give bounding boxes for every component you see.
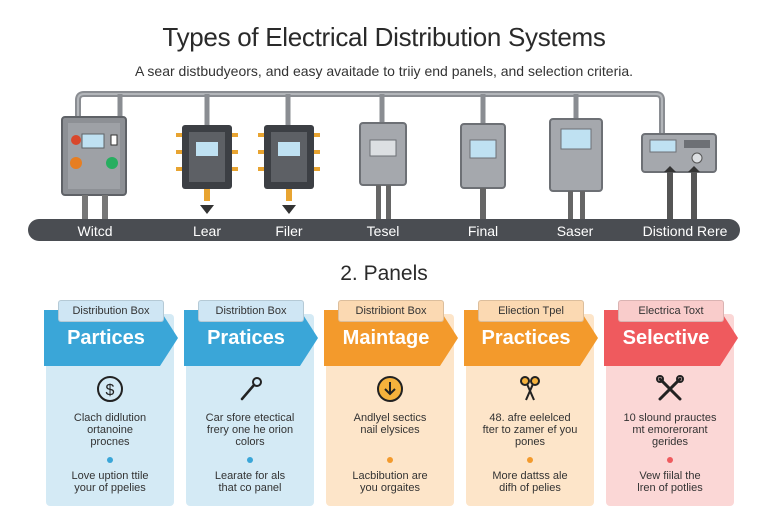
card-text-primary: 48. afre eelelced fter to zamer ef you p…	[474, 412, 586, 448]
card-banner: Maintage	[324, 310, 464, 366]
card-text-line: More dattss ale	[492, 470, 568, 482]
card-text-secondary: Vew fiilal the lren of potlies	[614, 470, 726, 494]
card-divider-dot	[387, 457, 393, 463]
dollar-icon: $	[97, 376, 123, 402]
banner-arrow	[604, 310, 738, 366]
card-tag: Distribution Box	[58, 300, 164, 322]
card-text-line: fter to zamer ef you	[482, 424, 578, 436]
bar-label-lear: Lear	[192, 223, 222, 239]
crossed-tools-icon	[656, 375, 684, 401]
card-text-line: Andlyel sectics	[353, 412, 427, 424]
box-saser	[549, 118, 603, 219]
card-divider-dot	[667, 457, 673, 463]
card-title: Maintage	[342, 327, 430, 349]
distribution-diagram	[28, 91, 740, 241]
page-subtitle: A sear distbudyeors, and easy avaitade t…	[134, 63, 634, 79]
card-text-primary: Andlyel sectics nail elysices	[334, 412, 446, 436]
card-text-line: your of ppelies	[74, 482, 146, 494]
card-text-line: nail elysices	[360, 424, 420, 436]
box-final	[460, 123, 506, 219]
card-banner: Practices	[464, 310, 604, 366]
card-banner: Selective	[604, 310, 744, 366]
card-tag: Distribiont Box	[338, 300, 444, 322]
card-text-line: Learate for als	[214, 470, 286, 482]
card-text-line: Car sfore etectical	[205, 412, 295, 424]
card-partices: Partices Distribution Box $ Clach didlut…	[44, 300, 178, 506]
box-tesel	[359, 122, 407, 219]
card-text-line: Clach didlution	[73, 412, 147, 424]
card-banner: Partices	[44, 310, 184, 366]
card-text-line: difh of pelies	[499, 482, 561, 494]
card-text-primary: 10 slound prauctes mt emorerorant geride…	[614, 412, 726, 448]
card-title: Pratices	[207, 327, 285, 349]
box-lear	[176, 125, 238, 214]
tool-icon	[240, 377, 262, 401]
card-text-line: Vew fiilal the	[639, 470, 701, 482]
card-title: Practices	[481, 327, 571, 349]
card-practices: Practices Eliection Tpel 48. afre eelelc…	[464, 300, 598, 506]
banner-arrow	[44, 310, 178, 366]
page-title: Types of Electrical Distribution Systems	[162, 22, 606, 52]
card-text-primary: Car sfore etectical frery one he orion c…	[194, 412, 306, 448]
card-maintage: Maintage Distribiont Box Andlyel sectics…	[324, 300, 458, 506]
card-text-line: gerides	[651, 436, 689, 448]
card-tag: Eliection Tpel	[478, 300, 584, 322]
banner-arrow	[324, 310, 458, 366]
card-pratices: Pratices Distribtion Box Car sfore etect…	[184, 300, 318, 506]
bar-label-filer: Filer	[275, 223, 303, 239]
conduit-pipe-highlight	[77, 93, 663, 134]
card-text-line: mt emorerorant	[632, 424, 708, 436]
card-text-secondary: Love uption ttile your of ppelies	[54, 470, 166, 494]
drop-pipes	[117, 94, 579, 125]
bus-bar	[28, 219, 740, 241]
box-distiond-rere	[641, 133, 717, 219]
card-text-line: procnes	[90, 436, 130, 448]
box-witcd	[61, 116, 127, 219]
card-title: Partices	[67, 327, 145, 349]
bar-label-tesel: Tesel	[366, 223, 400, 239]
card-text-line: Lacbibution are	[352, 470, 428, 482]
card-text-line: 10 slound prauctes	[623, 412, 717, 424]
card-text-primary: Clach didlution ortanoine procnes	[54, 412, 166, 448]
card-text-secondary: Lacbibution are you orgaites	[334, 470, 446, 494]
card-divider-dot	[527, 457, 533, 463]
download-icon	[377, 376, 403, 402]
card-text-line: you orgaites	[360, 482, 420, 494]
card-text-secondary: Learate for als that co panel	[194, 470, 306, 494]
card-text-line: ortanoine	[87, 424, 133, 436]
card-text-secondary: More dattss ale difh of pelies	[474, 470, 586, 494]
banner-arrow	[464, 310, 598, 366]
box-filer	[258, 125, 320, 214]
bar-label-final: Final	[467, 223, 499, 239]
card-selective: Selective Electrica Toxt 10 slound prauc…	[604, 300, 738, 506]
card-text-line: pones	[515, 436, 545, 448]
card-text-line: Love uption ttile	[71, 470, 149, 482]
card-banner: Pratices	[184, 310, 324, 366]
card-text-line: colors	[235, 436, 265, 448]
banner-arrow	[184, 310, 318, 366]
card-title: Selective	[622, 327, 710, 349]
card-divider-dot	[107, 457, 113, 463]
card-text-line: that co panel	[218, 482, 282, 494]
bar-label-distiond-rere: Distiond Rere	[642, 223, 728, 239]
scissors-icon	[520, 376, 540, 401]
card-divider-dot	[247, 457, 253, 463]
svg-text:$: $	[106, 382, 115, 399]
card-text-line: frery one he orion	[206, 424, 294, 436]
bar-label-witcd: Witcd	[77, 223, 113, 239]
card-tag: Electrica Toxt	[618, 300, 724, 322]
card-tag: Distribtion Box	[198, 300, 304, 322]
bar-label-saser: Saser	[556, 223, 594, 239]
card-text-line: 48. afre eelelced	[489, 412, 571, 424]
section-title: 2. Panels	[340, 262, 428, 285]
card-text-line: lren of potlies	[637, 482, 703, 494]
